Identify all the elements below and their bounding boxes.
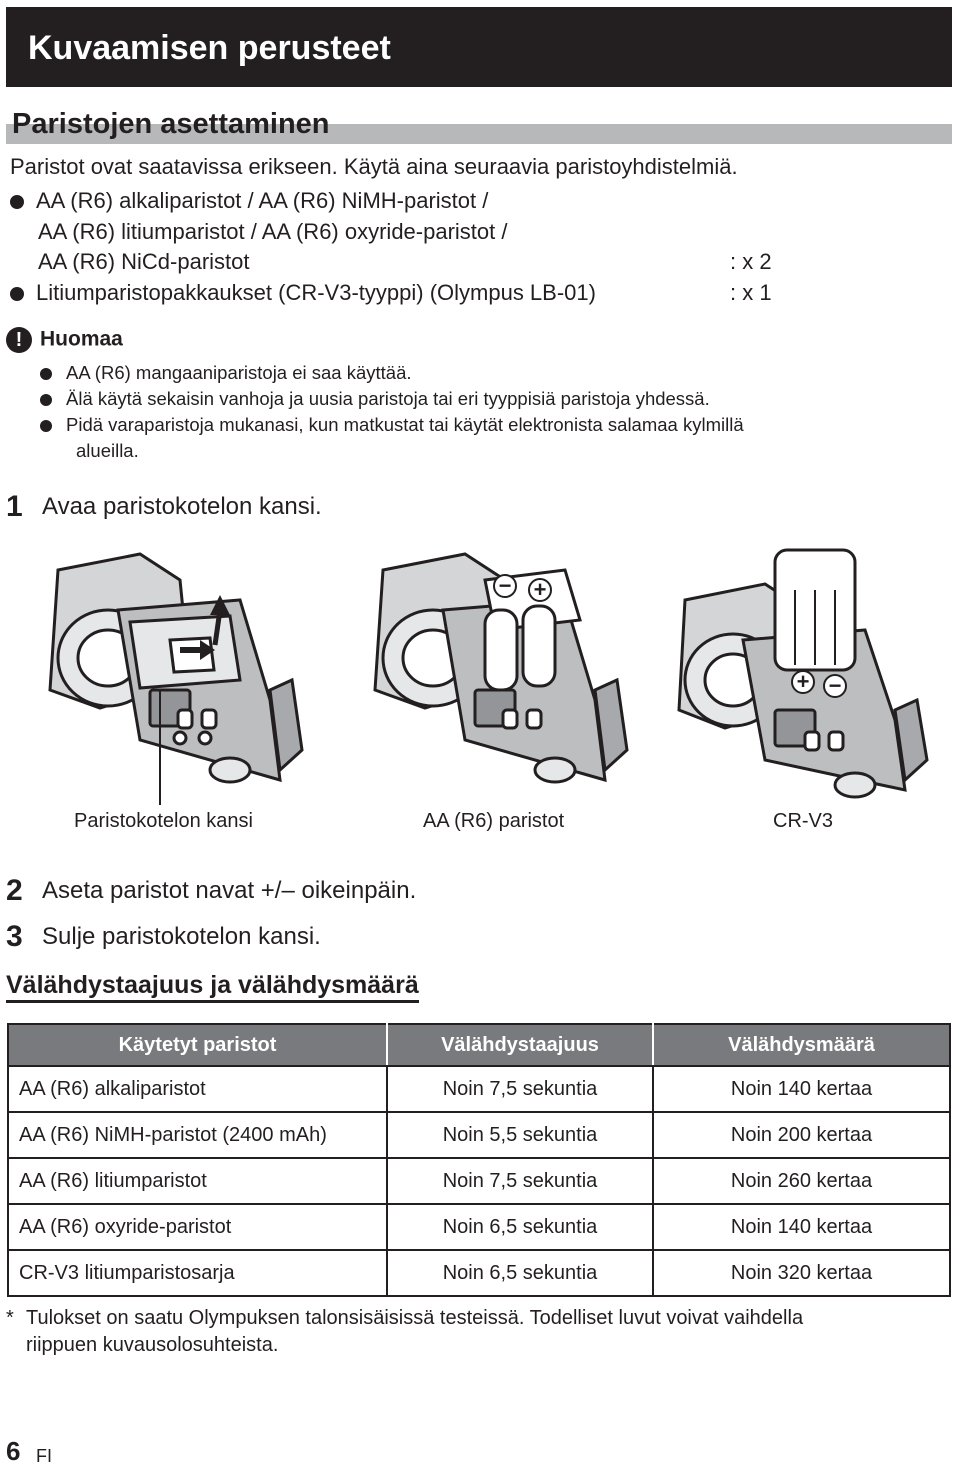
step-3: 3 Sulje paristokotelon kansi.	[6, 920, 321, 954]
step-text: Sulje paristokotelon kansi.	[42, 923, 321, 950]
step-number: 2	[6, 874, 23, 907]
plus-symbol: +	[534, 577, 547, 602]
step-number: 3	[6, 920, 23, 953]
battery-item-1-quantity: : x 2	[730, 249, 772, 274]
table-cell: CR-V3 litiumparistosarja	[7, 1249, 388, 1297]
note-item-text: Älä käytä sekaisin vanhoja ja uusia pari…	[66, 388, 710, 409]
step-2: 2 Aseta paristot navat +/– oikeinpäin.	[6, 874, 416, 908]
note-item-text: AA (R6) mangaaniparistoja ei saa käyttää…	[66, 362, 412, 383]
table-cell: Noin 6,5 sekuntia	[386, 1249, 654, 1297]
step-text: Avaa paristokotelon kansi.	[42, 493, 322, 520]
column-header: Välähdystaajuus	[386, 1023, 654, 1067]
section-title: Paristojen asettaminen	[12, 108, 330, 140]
column-header: Käytetyt paristot	[7, 1023, 388, 1067]
table-cell: Noin 320 kertaa	[652, 1249, 951, 1297]
flash-cover-illustration	[48, 552, 304, 805]
note-item: Pidä varaparistoja mukanasi, kun matkust…	[40, 414, 744, 436]
table-cell: Noin 200 kertaa	[652, 1111, 951, 1159]
table-row: AA (R6) alkaliparistot Noin 7,5 sekuntia…	[7, 1065, 951, 1113]
chapter-header: Kuvaamisen perusteet	[6, 7, 952, 87]
step-text: Aseta paristot navat +/– oikeinpäin.	[42, 877, 417, 904]
table-cell: AA (R6) litiumparistot	[7, 1157, 388, 1205]
caption-aa: AA (R6) paristot	[423, 810, 565, 832]
caption-crv3: CR-V3	[773, 810, 834, 832]
note-item-continuation: alueilla.	[76, 440, 139, 461]
table-cell: Noin 140 kertaa	[652, 1065, 951, 1113]
table-cell: AA (R6) oxyride-paristot	[7, 1203, 388, 1251]
bullet-icon	[40, 420, 52, 433]
battery-item-1-line-2: AA (R6) litiumparistot / AA (R6) oxyride…	[38, 219, 508, 244]
bullet-icon	[40, 368, 52, 381]
table-row: AA (R6) NiMH-paristot (2400 mAh) Noin 5,…	[7, 1111, 951, 1159]
table-cell: AA (R6) NiMH-paristot (2400 mAh)	[7, 1111, 388, 1159]
intro-text: Paristot ovat saatavissa erikseen. Käytä…	[10, 154, 738, 179]
table-row: AA (R6) oxyride-paristot Noin 6,5 sekunt…	[7, 1203, 951, 1251]
note-title: Huomaa	[40, 327, 123, 351]
minus-symbol: −	[499, 573, 512, 598]
plus-symbol: +	[797, 669, 810, 694]
table-cell: Noin 7,5 sekuntia	[386, 1065, 654, 1113]
crv3-battery-illustration: + −	[677, 548, 929, 799]
section-header: Paristojen asettaminen	[6, 108, 952, 144]
caption-cover: Paristokotelon kansi	[74, 810, 253, 832]
battery-list-item: Litiumparistopakkaukset (CR-V3-tyyppi) (…	[10, 280, 596, 306]
bullet-icon	[10, 287, 24, 302]
table-header-row: Käytetyt paristot Välähdystaajuus Välähd…	[7, 1023, 951, 1067]
battery-performance-table: Käytetyt paristot Välähdystaajuus Välähd…	[7, 1023, 951, 1297]
note-item: AA (R6) mangaaniparistoja ei saa käyttää…	[40, 362, 412, 384]
bullet-icon	[40, 394, 52, 407]
footnote: * Tulokset on saatu Olympuksen talonsisäi…	[6, 1305, 803, 1359]
note-item-text: Pidä varaparistoja mukanasi, kun matkust…	[66, 414, 744, 435]
footnote-line-1: Tulokset on saatu Olympuksen talonsisäis…	[26, 1307, 804, 1329]
table-cell: AA (R6) alkaliparistot	[7, 1065, 388, 1113]
battery-item-2-quantity: : x 1	[730, 280, 772, 305]
battery-list-item: AA (R6) alkaliparistot / AA (R6) NiMH-pa…	[10, 188, 488, 214]
table-cell: Noin 140 kertaa	[652, 1203, 951, 1251]
table-cell: Noin 7,5 sekuntia	[386, 1157, 654, 1205]
table-cell: Noin 6,5 sekuntia	[386, 1203, 654, 1251]
aa-batteries-illustration: − +	[373, 552, 629, 784]
page-number: 6	[6, 1436, 21, 1466]
minus-symbol: −	[829, 673, 842, 698]
column-header: Välähdysmäärä	[652, 1023, 951, 1067]
section-underline-bar	[6, 124, 952, 144]
exclamation-icon: !	[6, 327, 32, 353]
note-heading: ! Huomaa	[6, 327, 123, 353]
note-item: Älä käytä sekaisin vanhoja ja uusia pari…	[40, 388, 710, 410]
table-cell: Noin 5,5 sekuntia	[386, 1111, 654, 1159]
battery-item-1-line-1: AA (R6) alkaliparistot / AA (R6) NiMH-pa…	[36, 188, 489, 213]
battery-item-1-line-3: AA (R6) NiCd-paristot	[38, 249, 250, 274]
table-row: AA (R6) litiumparistot Noin 7,5 sekuntia…	[7, 1157, 951, 1205]
page-language: FI	[36, 1446, 52, 1466]
footnote-marker: *	[6, 1307, 14, 1329]
footnote-line-2: riippuen kuvausolosuhteista.	[26, 1334, 279, 1356]
step-1: 1 Avaa paristokotelon kansi.	[6, 490, 322, 524]
table-row: CR-V3 litiumparistosarja Noin 6,5 sekunt…	[7, 1249, 951, 1297]
table-cell: Noin 260 kertaa	[652, 1157, 951, 1205]
bullet-icon	[10, 195, 24, 210]
chapter-title: Kuvaamisen perusteet	[28, 29, 391, 67]
step-number: 1	[6, 490, 23, 523]
battery-item-2: Litiumparistopakkaukset (CR-V3-tyyppi) (…	[36, 280, 596, 305]
flash-section-title: Välähdystaajuus ja välähdysmäärä	[6, 970, 419, 1003]
